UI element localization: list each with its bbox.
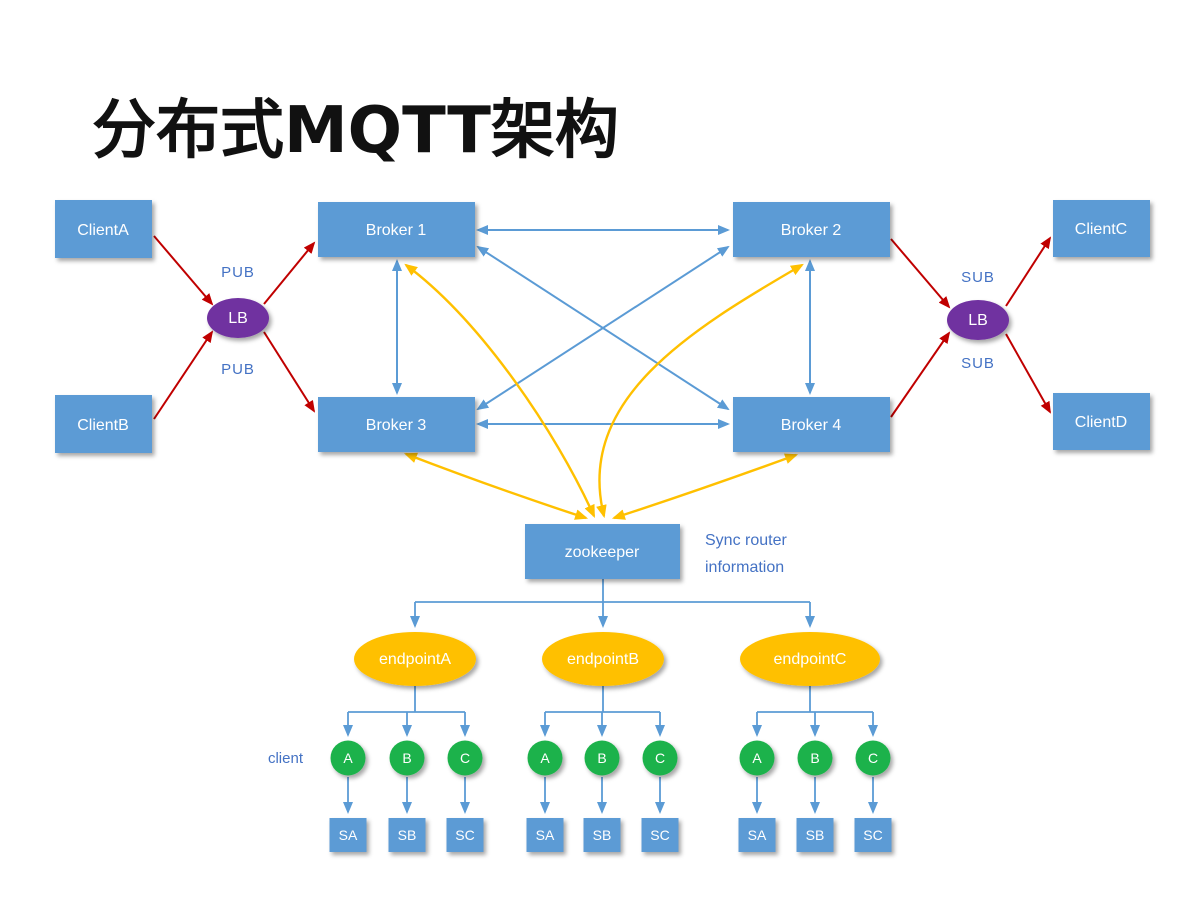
sub-label-bottom: SUB [961, 355, 995, 372]
node-label: C [868, 750, 878, 766]
clienta-label: ClientA [77, 222, 129, 239]
subscriber-label: SC [863, 827, 882, 843]
subscriber-box [738, 818, 776, 852]
subscriber-box [446, 818, 484, 852]
broker2-box [733, 202, 890, 257]
zookeeper-endpoint-tree [410, 579, 815, 628]
clientb-box [55, 395, 152, 453]
broker2-label: Broker 2 [781, 222, 842, 239]
broker4-to-lb-arrow [890, 331, 951, 418]
subscriber-label: SC [650, 827, 669, 843]
clientb-label: ClientB [77, 417, 129, 434]
pub-label-bottom: PUB [221, 361, 255, 378]
subscriber-label: SB [806, 827, 825, 843]
node-circle [447, 740, 483, 776]
subscriber-box [526, 818, 564, 852]
client-caption: client [268, 750, 304, 767]
load-balancer-right [947, 300, 1009, 340]
clientd-box [1053, 393, 1150, 450]
node-label: C [655, 750, 665, 766]
broker3-box [318, 397, 475, 452]
clientd-label: ClientD [1075, 414, 1127, 431]
broker-mesh-arrows [392, 225, 815, 429]
lb-to-clientc-arrow [1005, 236, 1052, 307]
node-label: A [540, 750, 550, 766]
clientb-to-lb-arrow [153, 330, 214, 420]
zookeeper-broker4-sync-arrow [611, 453, 799, 520]
endpointa-ellipse [354, 632, 476, 686]
endpoint-node-trees [343, 686, 878, 737]
subscriber-box [796, 818, 834, 852]
endpointa-label: endpointA [379, 651, 451, 668]
subscriber-box [854, 818, 892, 852]
node-subscriber-arrows [343, 777, 878, 814]
node-label: A [343, 750, 353, 766]
subscriber-label: SB [398, 827, 417, 843]
subscriber-box [583, 818, 621, 852]
node-circle [527, 740, 563, 776]
subscriber-box [388, 818, 426, 852]
load-balancer-right-label: LB [968, 312, 988, 329]
pubsub-arrows [153, 235, 1052, 420]
node-circle [739, 740, 775, 776]
endpointc-ellipse [740, 632, 880, 686]
node-circle [855, 740, 891, 776]
endpointb-label: endpointB [567, 651, 639, 668]
zookeeper-label: zookeeper [565, 544, 640, 561]
broker3-label: Broker 3 [366, 417, 427, 434]
zookeeper-box [525, 524, 680, 579]
node-label: B [810, 750, 819, 766]
zookeeper-broker1-sync-arrow [404, 263, 596, 518]
load-balancer-left [207, 298, 269, 338]
page-title: 分布式MQTT架构 [92, 94, 619, 168]
subscriber-label: SC [455, 827, 474, 843]
broker4-box [733, 397, 890, 452]
subscriber-label: SB [593, 827, 612, 843]
subscriber-box [329, 818, 367, 852]
clienta-to-lb-arrow [153, 235, 214, 306]
subscriber-label: SA [339, 827, 358, 843]
zookeeper-broker2-sync-arrow [596, 263, 804, 519]
broker1-box [318, 202, 475, 257]
subscriber-label: SA [536, 827, 555, 843]
node-label: B [402, 750, 411, 766]
lb-to-broker3-arrow [263, 331, 316, 413]
node-label: B [597, 750, 606, 766]
node-label: A [752, 750, 762, 766]
zookeeper-broker3-sync-arrow [403, 452, 589, 520]
pub-label-top: PUB [221, 264, 255, 281]
load-balancer-left-label: LB [228, 310, 248, 327]
clientc-label: ClientC [1075, 221, 1127, 238]
subscriber-box [641, 818, 679, 852]
clientc-box [1053, 200, 1150, 257]
sync-note-line2: information [705, 559, 784, 576]
zookeeper-sync-arrows [403, 263, 804, 520]
endpointb-ellipse [542, 632, 664, 686]
endpointc-label: endpointC [774, 651, 847, 668]
node-circle [584, 740, 620, 776]
node-circle [642, 740, 678, 776]
lb-to-clientd-arrow [1005, 333, 1051, 414]
broker2-to-lb-arrow [890, 238, 951, 309]
clienta-box [55, 200, 152, 258]
subscriber-label: SA [748, 827, 767, 843]
node-circle [330, 740, 366, 776]
node-circle [389, 740, 425, 776]
sub-label-top: SUB [961, 269, 995, 286]
sync-note-line1: Sync router [705, 532, 787, 549]
node-label: C [460, 750, 470, 766]
lb-to-broker1-arrow [263, 241, 316, 305]
broker1-label: Broker 1 [366, 222, 427, 239]
node-circle [797, 740, 833, 776]
broker4-label: Broker 4 [781, 417, 842, 434]
